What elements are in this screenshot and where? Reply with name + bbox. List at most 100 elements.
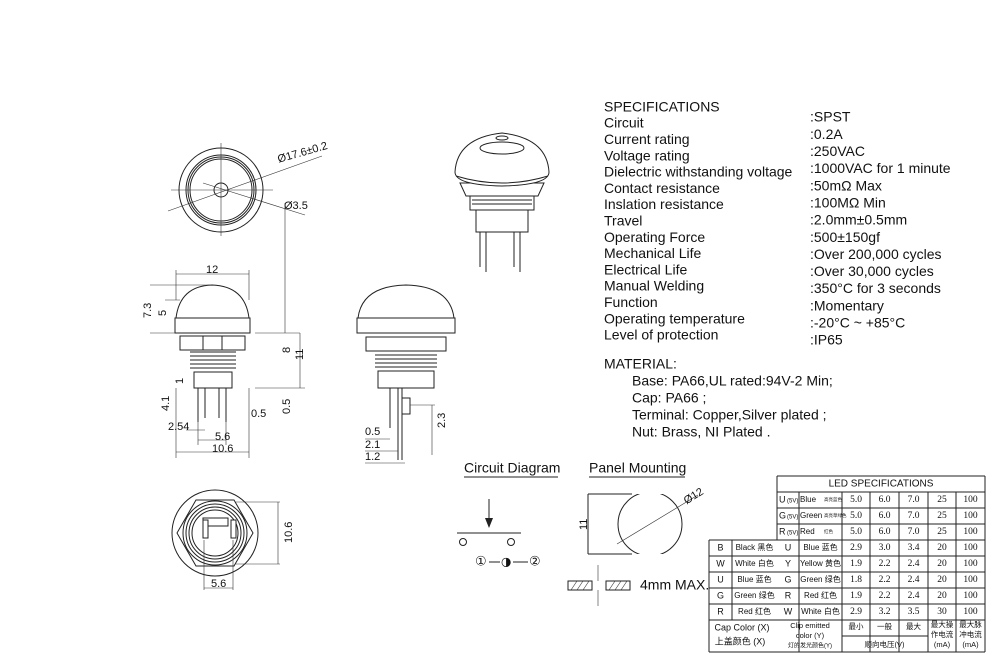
spec-value: :100MΩ Min — [810, 194, 886, 210]
cap-code: R — [717, 606, 724, 616]
led-code: U — [785, 542, 792, 552]
led-value-min: 5.0 — [850, 527, 862, 537]
footer-op-2: 作电流 — [931, 629, 954, 639]
led-value-min: 2.9 — [850, 607, 862, 617]
material-nut: Nut: Brass, NI Plated . — [632, 424, 771, 440]
led-value-max: 7.0 — [908, 527, 920, 537]
spec-label: Manual Welding — [604, 278, 704, 294]
led-table-title: LED SPECIFICATIONS — [829, 479, 934, 490]
panel-thickness: 4mm MAX. — [640, 577, 709, 593]
panel-mounting-diagram: Panel Mounting Ø12 11 4mm MAX. — [567, 460, 709, 606]
led-value-max: 2.4 — [908, 575, 920, 585]
dim-center-diameter: Ø3.5 — [284, 200, 308, 212]
footer-clip-1: Clip emitted — [790, 621, 830, 630]
dim-bottom-span: 5.6 — [211, 578, 226, 590]
led-value-max: 2.4 — [908, 591, 920, 601]
spec-label: Operating temperature — [604, 310, 745, 326]
footer-max: 最大 — [906, 621, 921, 631]
led-value-max: 3.5 — [908, 607, 920, 617]
spec-value: :1000VAC for 1 minute — [810, 160, 951, 176]
led-value-pulse: 100 — [963, 607, 978, 617]
dim-b: 2.1 — [365, 439, 380, 451]
cap-code: G — [717, 590, 724, 600]
led-value-min: 1.9 — [850, 559, 862, 569]
led-code: R — [785, 590, 792, 600]
led-color: White 白色 — [801, 606, 840, 616]
led-code: R — [779, 526, 786, 536]
led-value-max: 2.4 — [908, 559, 920, 569]
panel-mounting-title: Panel Mounting — [589, 460, 686, 476]
led-value-min: 2.9 — [850, 543, 862, 553]
dim-a: 0.5 — [365, 426, 380, 438]
led-value-min: 5.0 — [850, 495, 862, 505]
dim-thread: 8 — [281, 347, 293, 353]
led-value-max: 3.4 — [908, 543, 920, 553]
spec-value: :IP65 — [810, 332, 843, 348]
panel-diameter: Ø12 — [682, 486, 706, 507]
front-view-drawing: Ø17.6±0.2 Ø3.5 — [167, 140, 329, 236]
led-value-pulse: 100 — [963, 591, 978, 601]
led-value-typ: 6.0 — [879, 527, 891, 537]
led-color-cn: 高亮草绿色 — [824, 512, 847, 519]
spec-value: :500±150gf — [810, 229, 880, 245]
dim-pin-length: 4.1 — [160, 396, 172, 411]
material-base: Base: PA66,UL rated:94V-2 Min; — [632, 373, 833, 389]
led-value-op: 20 — [937, 559, 947, 569]
spec-value: :250VAC — [810, 143, 865, 159]
spec-value: :Momentary — [810, 297, 884, 313]
led-color: Green — [800, 511, 822, 520]
spec-label: Level of protection — [604, 327, 718, 343]
pin-2-label: ② — [529, 555, 541, 570]
material-terminal: Terminal: Copper,Silver plated ; — [632, 407, 827, 423]
spec-label: Circuit — [604, 115, 644, 131]
led-color: Yellow 黄色 — [800, 558, 841, 568]
led-value-typ: 6.0 — [879, 511, 891, 521]
led-value-pulse: 100 — [963, 543, 978, 553]
material-title: MATERIAL: — [604, 356, 677, 372]
dim-outer-diameter: Ø17.6±0.2 — [276, 140, 329, 166]
cap-color: Black 黑色 — [736, 542, 774, 552]
cap-color: White 白色 — [735, 558, 774, 568]
dim-body: 11 — [294, 349, 306, 360]
spec-label: Inslation resistance — [604, 196, 724, 212]
material-block: MATERIAL: Base: PA66,UL rated:94V-2 Min;… — [604, 356, 833, 440]
dim-c: 1.2 — [365, 451, 380, 463]
led-value-typ: 2.2 — [879, 559, 891, 569]
footer-clip-2: color (Y) — [796, 631, 825, 640]
dim-tab: 2.3 — [436, 413, 448, 428]
dim-width: 12 — [206, 264, 218, 276]
dim-pin-offset: 0.5 — [281, 399, 293, 414]
footer-typ: 一般 — [877, 621, 892, 631]
dim-base-width: 10.6 — [212, 443, 233, 455]
footer-op-3: (mA) — [934, 640, 951, 649]
led-code: U — [779, 494, 786, 504]
led-value-pulse: 100 — [963, 495, 978, 505]
led-color: Red — [800, 527, 815, 536]
spec-value: :-20°C ~ +85°C — [810, 315, 905, 331]
side-view-drawing: 12 7.3 5 8 11 1 4.1 0.5 0.5 2.54 5.6 10.… — [142, 203, 306, 458]
footer-pulse-1: 最大脉 — [959, 619, 982, 629]
footer-pulse-2: 冲电流 — [959, 629, 982, 639]
led-code: Y — [785, 558, 791, 568]
led-value-op: 25 — [937, 495, 947, 505]
spec-value: :Over 30,000 cycles — [810, 263, 934, 279]
led-value-typ: 2.2 — [879, 575, 891, 585]
led-color: Blue — [800, 495, 817, 504]
led-value-min: 5.0 — [850, 511, 862, 521]
dim-pitch: 2.54 — [168, 421, 189, 433]
led-voltage: (5V) — [787, 515, 798, 521]
perspective-view-drawing — [454, 132, 550, 272]
footer-clip-cn: 灯的发光颜色(Y) — [788, 642, 832, 650]
cap-color: Green 绿色 — [734, 590, 774, 600]
dim-cap-height: 5 — [157, 310, 169, 316]
led-value-op: 20 — [937, 591, 947, 601]
led-color: Blue 蓝色 — [803, 542, 837, 552]
cap-code: B — [717, 542, 723, 552]
footer-min: 最小 — [849, 622, 864, 631]
spec-value: :SPST — [810, 109, 851, 125]
spec-label: Operating Force — [604, 229, 705, 245]
led-value-op: 25 — [937, 511, 947, 521]
led-code: G — [779, 510, 786, 520]
